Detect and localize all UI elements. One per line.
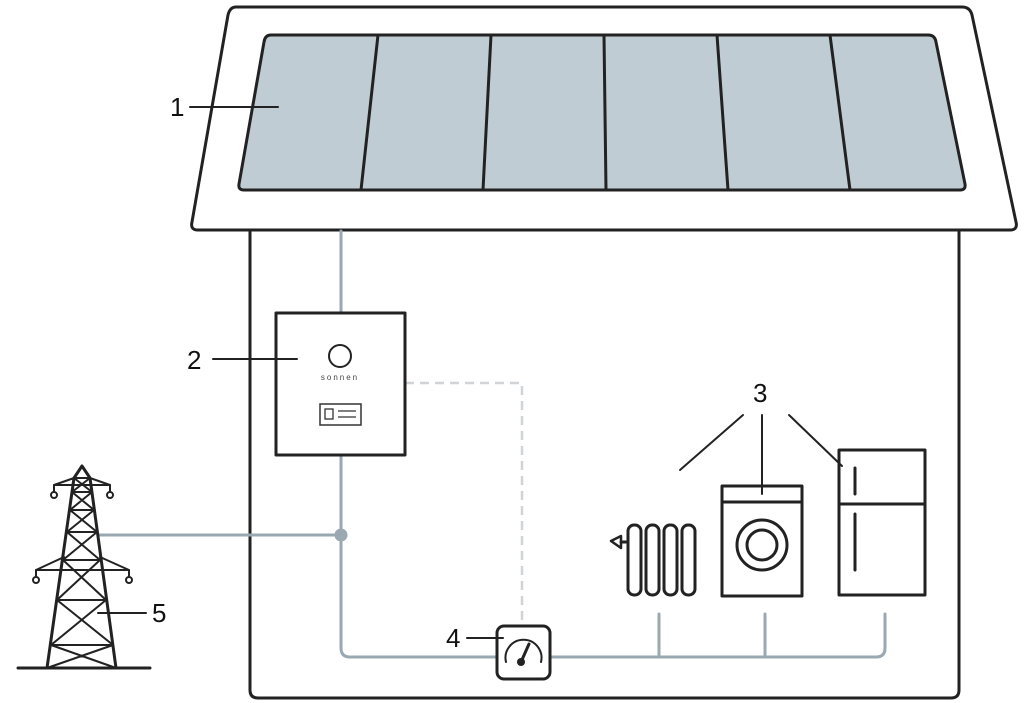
house-walls xyxy=(248,228,961,700)
energy-meter xyxy=(495,624,552,681)
battery-display-icon xyxy=(319,403,362,426)
battery-storage-unit: sonnen xyxy=(274,311,407,457)
sonnen-logo-icon xyxy=(328,344,352,368)
solar-panel-surface xyxy=(237,33,967,192)
radiator-appliance xyxy=(609,523,697,597)
radiator-fin xyxy=(680,523,697,597)
radiator-fin xyxy=(626,523,643,597)
callout-1: 1 xyxy=(170,92,184,122)
data-link-battery-to-meter xyxy=(405,381,524,626)
meter-pivot xyxy=(517,658,525,666)
pylon-lower-crossarm xyxy=(35,556,130,571)
wire-battery-to-meter xyxy=(339,453,499,659)
callout-3: 3 xyxy=(753,378,767,408)
pylon-lattice xyxy=(46,477,117,669)
fridge-body xyxy=(837,448,927,597)
callout-2: 2 xyxy=(187,345,201,375)
solar-panel-divider xyxy=(359,33,380,192)
pylon-upper-crossarm xyxy=(53,477,111,486)
pylon-insulators xyxy=(32,484,133,584)
washer-door-icon xyxy=(735,518,789,572)
callout-leaders xyxy=(97,106,843,639)
solar-panel-array xyxy=(237,33,967,192)
solar-panel-divider xyxy=(602,33,608,192)
meter-gauge-arc-icon xyxy=(504,638,543,663)
battery-cabinet xyxy=(274,311,407,457)
radiator-fin xyxy=(662,523,679,597)
meter-housing xyxy=(495,624,552,681)
solar-panel-divider xyxy=(828,33,852,192)
radiator-fin xyxy=(644,523,661,597)
solar-panel-divider xyxy=(481,33,493,192)
power-grid-pylon xyxy=(16,464,152,670)
refrigerator-appliance xyxy=(837,448,927,597)
callout-5: 5 xyxy=(152,598,166,628)
solar-panel-divider xyxy=(715,33,730,192)
leader-appliances-heater xyxy=(679,414,744,471)
roof xyxy=(190,5,1018,232)
washer-door-glass-icon xyxy=(745,528,779,562)
wiring xyxy=(96,229,887,659)
battery-brand-label: sonnen xyxy=(321,373,359,382)
washing-machine-appliance xyxy=(720,484,804,598)
leader-appliances-fridge xyxy=(788,414,843,467)
callout-4: 4 xyxy=(446,623,460,653)
wire-junction xyxy=(334,528,348,542)
wire-meter-to-appliances xyxy=(548,612,887,659)
battery-display-chip xyxy=(324,408,334,420)
